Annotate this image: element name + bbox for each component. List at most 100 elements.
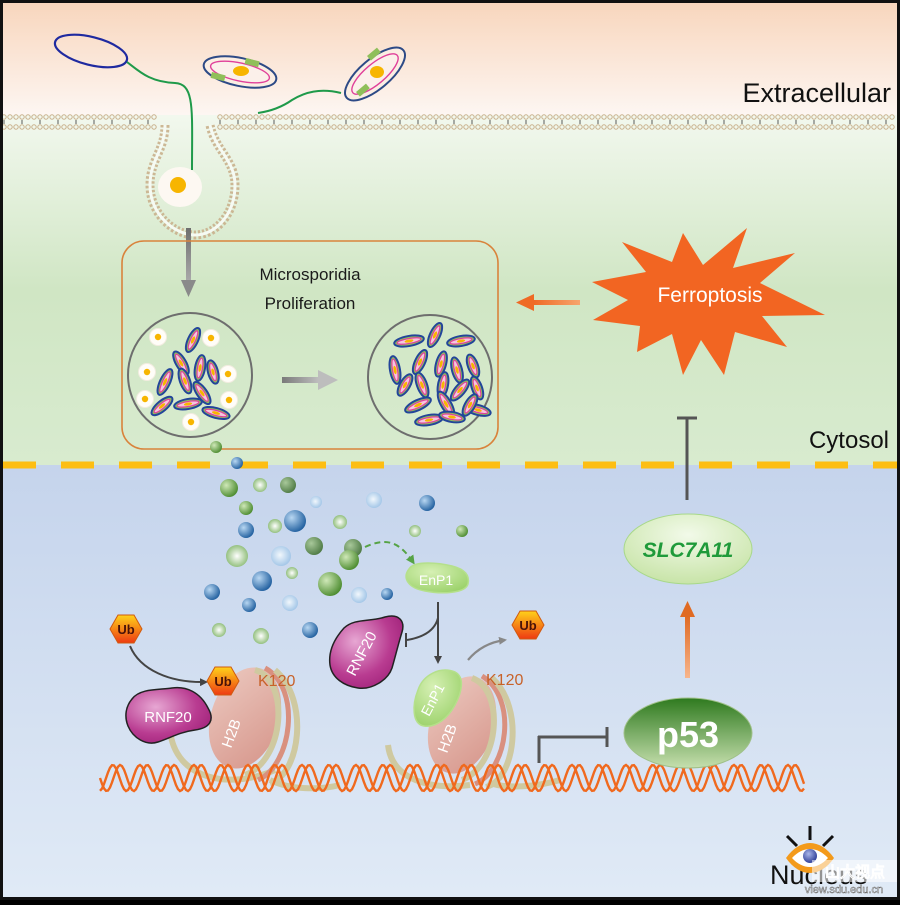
- lipid-head: [631, 114, 637, 120]
- lipid-head: [613, 114, 619, 120]
- lipid-head: [889, 124, 895, 130]
- lipid-head: [391, 124, 397, 130]
- particle: [284, 510, 306, 532]
- lipid-head: [271, 114, 277, 120]
- p53-to-slc7a11-arrow: [680, 601, 695, 678]
- lipid-head: [667, 124, 673, 130]
- lipid-head: [43, 114, 49, 120]
- microsporidia-spores: [53, 33, 406, 171]
- lipid-head: [37, 114, 43, 120]
- lipid-head: [529, 124, 535, 130]
- lipid-head: [433, 124, 439, 130]
- lipid-head: [733, 124, 739, 130]
- enp1-action-arrows: [405, 602, 442, 664]
- extracellular-region: [3, 3, 897, 115]
- particle: [419, 495, 435, 511]
- particle: [310, 496, 322, 508]
- lipid-head: [439, 114, 445, 120]
- lipid-head: [883, 124, 889, 130]
- lipid-head: [385, 114, 391, 120]
- lipid-head: [763, 114, 769, 120]
- lipid-head: [79, 114, 85, 120]
- lipid-head: [331, 124, 337, 130]
- lipid-head: [571, 124, 577, 130]
- particle: [271, 546, 291, 566]
- ferroptosis-to-proliferation-arrow: [516, 294, 580, 311]
- lipid-head: [367, 124, 373, 130]
- lipid-head: [505, 124, 511, 130]
- lipid-head: [451, 124, 457, 130]
- lipid-head: [289, 114, 295, 120]
- ferroptosis-label: Ferroptosis: [657, 284, 762, 307]
- particle: [239, 501, 253, 515]
- spore: [469, 375, 485, 401]
- lipid-head: [133, 124, 139, 130]
- ubiquitin-free: Ub: [109, 614, 143, 644]
- lipid-head: [337, 114, 343, 120]
- spore: [344, 46, 406, 102]
- lipid-head: [847, 124, 853, 130]
- lipid-head: [127, 124, 133, 130]
- lipid-head: [331, 114, 337, 120]
- lipid-head: [139, 114, 145, 120]
- lipid-head: [469, 124, 475, 130]
- lipid-head: [121, 124, 127, 130]
- lipid-head: [499, 114, 505, 120]
- lipid-head: [67, 124, 73, 130]
- lipid-head: [871, 114, 877, 120]
- lipid-head: [655, 114, 661, 120]
- lipid-head: [565, 124, 571, 130]
- particle: [282, 595, 298, 611]
- lipid-head: [259, 124, 265, 130]
- lipid-head: [151, 114, 157, 120]
- lipid-head: [283, 124, 289, 130]
- lipid-head: [355, 114, 361, 120]
- lipid-head: [85, 124, 91, 130]
- endocytic-pocket: [145, 123, 240, 240]
- lipid-head: [787, 124, 793, 130]
- lipid-head: [349, 124, 355, 130]
- lipid-head: [697, 124, 703, 130]
- lipid-head: [355, 124, 361, 130]
- spore: [461, 393, 479, 417]
- lipid-head: [391, 114, 397, 120]
- lipid-head: [745, 124, 751, 130]
- lipid-head: [859, 124, 865, 130]
- spore: [434, 350, 448, 378]
- lipid-head: [475, 114, 481, 120]
- lipid-head: [313, 114, 319, 120]
- lipid-head: [241, 124, 247, 130]
- proliferation-box: [121, 240, 499, 450]
- spore: [388, 355, 402, 385]
- lipid-head: [325, 124, 331, 130]
- p53-node: p53: [623, 697, 753, 769]
- lipid-head: [799, 124, 805, 130]
- lipid-head: [493, 124, 499, 130]
- lipid-head: [757, 114, 763, 120]
- lipid-head: [607, 114, 613, 120]
- particle: [253, 628, 269, 644]
- lipid-head: [319, 124, 325, 130]
- lipid-head: [541, 114, 547, 120]
- lipid-head: [379, 124, 385, 130]
- lipid-head: [25, 124, 31, 130]
- lipid-head: [97, 114, 103, 120]
- lipid-head: [229, 114, 235, 120]
- lipid-head: [415, 124, 421, 130]
- lipid-head: [253, 124, 259, 130]
- lipid-head: [613, 124, 619, 130]
- lipid-head: [91, 124, 97, 130]
- lipid-head: [373, 124, 379, 130]
- lipid-head: [379, 114, 385, 120]
- lipid-head: [649, 114, 655, 120]
- lipid-head: [133, 114, 139, 120]
- lipid-head: [625, 114, 631, 120]
- lipid-head: [463, 124, 469, 130]
- spore: [393, 334, 425, 348]
- particle: [381, 588, 393, 600]
- p53-label: p53: [657, 714, 719, 755]
- lipid-head: [301, 114, 307, 120]
- lipid-head: [805, 114, 811, 120]
- lipid-head: [763, 124, 769, 130]
- lipid-head: [55, 124, 61, 130]
